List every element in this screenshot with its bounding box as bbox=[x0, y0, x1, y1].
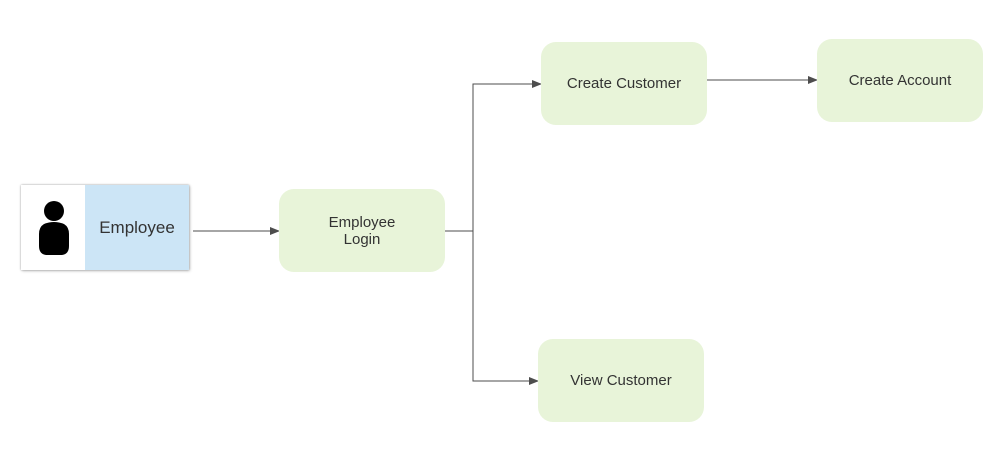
node-employee-login[interactable]: Employee Login bbox=[279, 189, 445, 272]
actor-icon-cell bbox=[21, 185, 85, 270]
node-create-account[interactable]: Create Account bbox=[817, 39, 983, 122]
actor-employee[interactable]: Employee bbox=[21, 185, 189, 270]
edge-login-to-create-customer bbox=[445, 80, 542, 232]
node-view-customer[interactable]: View Customer bbox=[538, 339, 704, 422]
actor-label: Employee bbox=[85, 185, 189, 270]
person-icon bbox=[39, 201, 69, 255]
node-create-customer[interactable]: Create Customer bbox=[541, 42, 707, 125]
edge-login-to-view-customer bbox=[472, 231, 539, 385]
